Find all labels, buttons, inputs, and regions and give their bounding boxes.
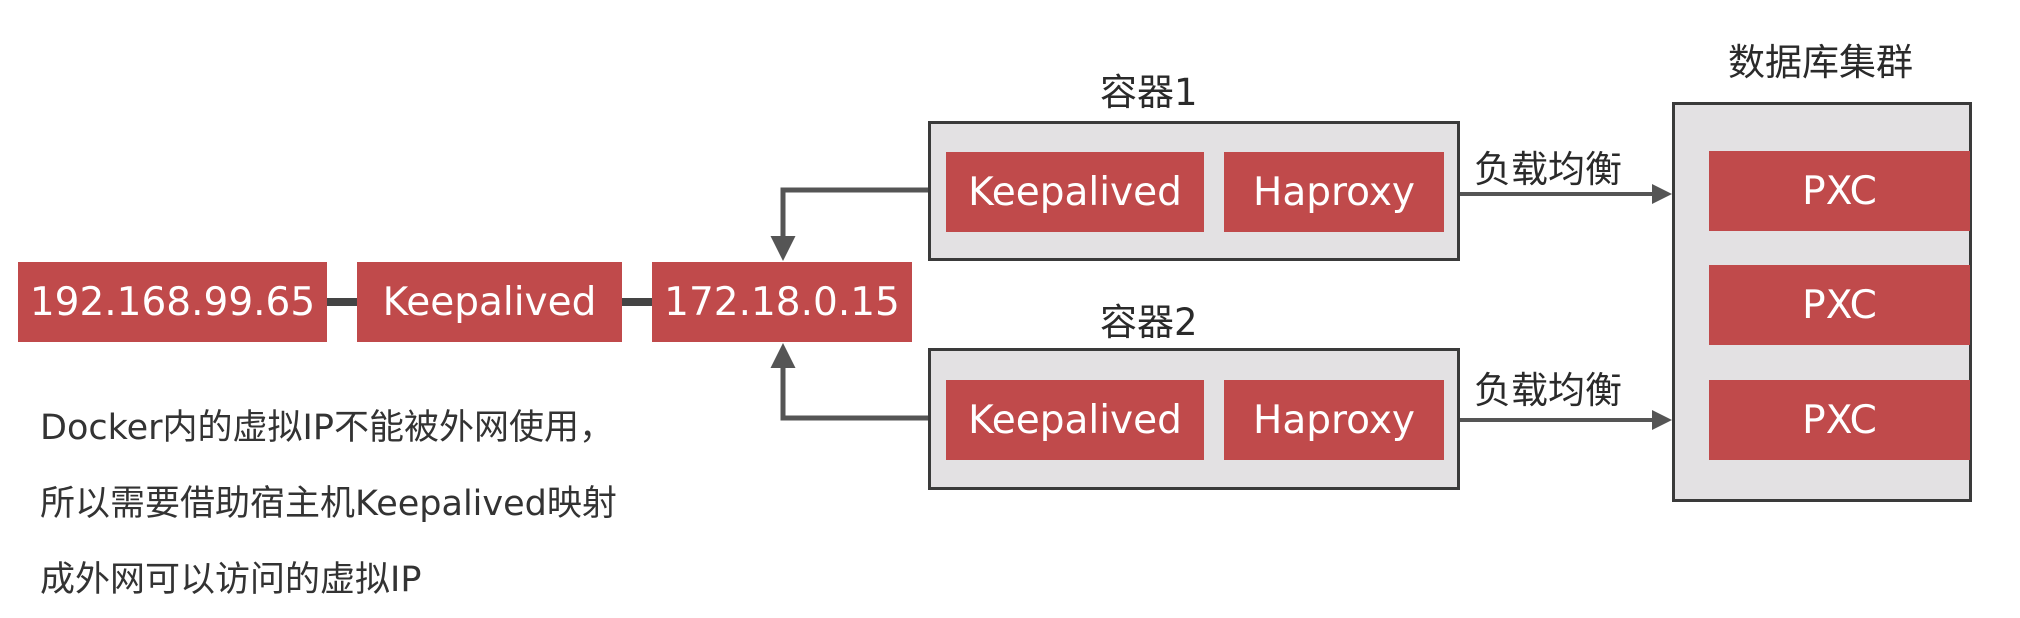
cluster-title: 数据库集群 <box>1728 41 1913 84</box>
container2-haproxy-box: Haproxy <box>1224 380 1444 460</box>
arrow-container2-to-vip <box>770 343 928 421</box>
pxc-node-1: PXC <box>1709 151 1970 231</box>
container2-title: 容器2 <box>1100 301 1198 344</box>
container1-haproxy-box: Haproxy <box>1224 152 1444 232</box>
host-keepalived-box: Keepalived <box>357 262 622 342</box>
note-line-1: Docker内的虚拟IP不能被外网使用， <box>40 408 614 448</box>
container1-title: 容器1 <box>1100 71 1198 114</box>
load-balance-label-2: 负载均衡 <box>1474 369 1622 412</box>
pxc-node-3: PXC <box>1709 380 1970 460</box>
explanation-note: Docker内的虚拟IP不能被外网使用， 所以需要借助宿主机Keepalived… <box>40 390 780 618</box>
host-ip-box: 192.168.99.65 <box>18 262 327 342</box>
pxc-node-2: PXC <box>1709 265 1970 345</box>
virtual-ip-box: 172.18.0.15 <box>652 262 912 342</box>
load-balance-label-1: 负载均衡 <box>1474 148 1622 191</box>
arrow-container1-to-vip <box>770 187 928 261</box>
container2-keepalived-box: Keepalived <box>946 380 1204 460</box>
note-line-3: 成外网可以访问的虚拟IP <box>40 560 422 600</box>
note-line-2: 所以需要借助宿主机Keepalived映射 <box>40 484 617 524</box>
container1-keepalived-box: Keepalived <box>946 152 1204 232</box>
